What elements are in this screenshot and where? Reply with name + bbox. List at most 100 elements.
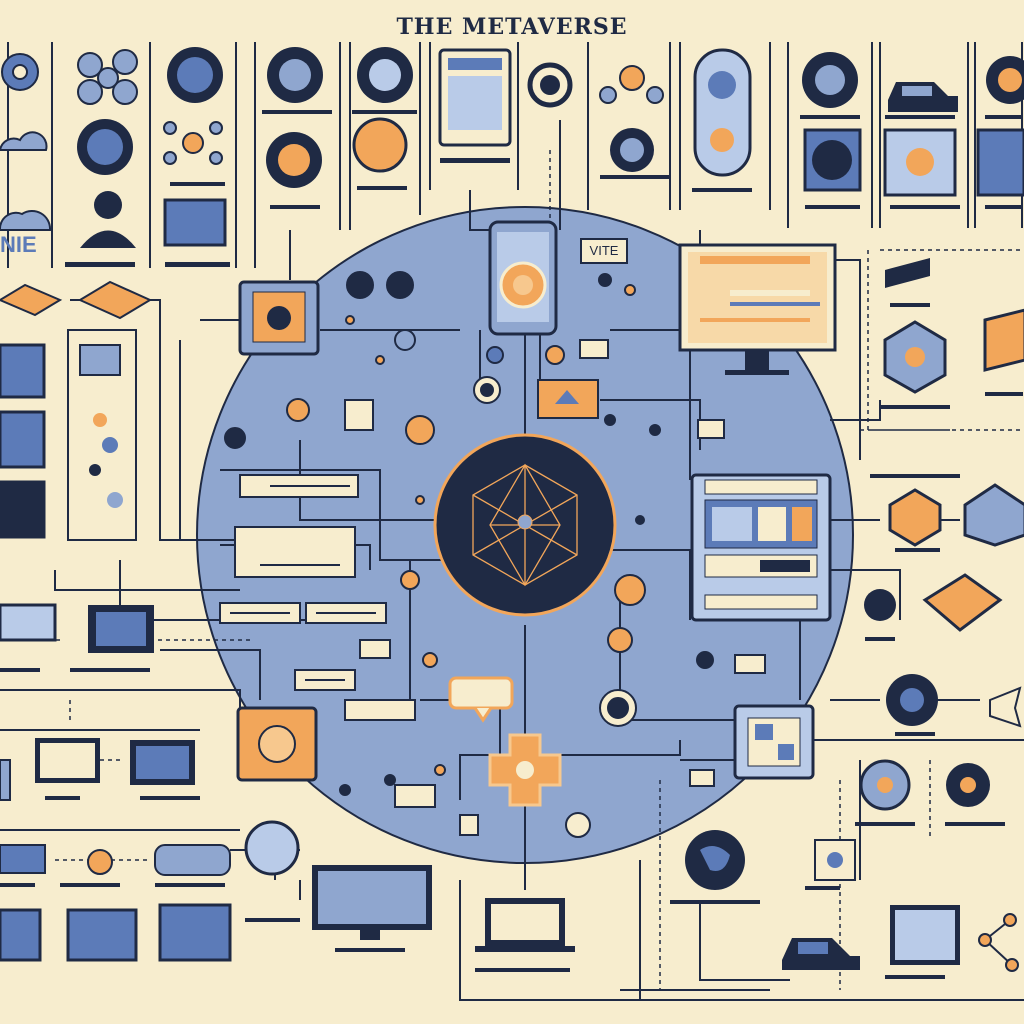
tile-icon-left-2	[0, 410, 46, 469]
connector-lines-part	[149, 42, 237, 268]
ring-icon	[77, 119, 133, 175]
connector-lines-part	[160, 649, 261, 700]
label-bars-part	[0, 883, 35, 887]
connector-lines-part	[830, 569, 901, 620]
hub-dashboard-panel	[690, 473, 832, 622]
bar-icon-right	[885, 258, 930, 288]
hub-small-nodes-part	[400, 570, 420, 590]
flat-box-icon-1-part	[0, 283, 63, 317]
hub-monitor-icon-part	[688, 252, 827, 343]
spiky-gear-icon	[946, 763, 990, 807]
cube-cluster-icon-part	[599, 86, 617, 104]
connector-lines-part	[560, 740, 681, 756]
label-bars-part	[140, 796, 200, 800]
device-row-left-part	[87, 849, 113, 875]
label-bars-part	[890, 205, 960, 209]
hub-small-nodes-part	[434, 764, 446, 776]
hub-bars-left-part	[234, 526, 356, 578]
airplane-icon	[989, 686, 1022, 728]
flat-box-icon-2-part	[77, 280, 153, 320]
label-bars-part	[880, 405, 950, 409]
monitor-icon-1-part	[40, 743, 95, 778]
label-bars-part	[805, 886, 840, 890]
vite-callout: VITE	[580, 238, 628, 264]
box-icon-right	[983, 308, 1024, 372]
hub-small-nodes-part	[286, 398, 310, 422]
cube-icon-top-part	[163, 198, 227, 247]
car-icon-bottom	[782, 938, 860, 970]
hub-monitor-icon-part	[730, 302, 820, 306]
label-bars-part	[70, 668, 150, 672]
tile-row-bottom-left	[0, 903, 232, 962]
ring-icon-part	[87, 129, 123, 165]
hub-small-nodes-part	[480, 383, 494, 397]
hub-cross-node	[488, 733, 562, 807]
molecule-icon-part	[97, 67, 119, 89]
hub-small-nodes-part	[384, 774, 396, 786]
label-bars-part	[985, 115, 1023, 119]
monitor-icon-4-part	[895, 910, 955, 960]
hub-dashboard-panel-part	[792, 507, 812, 541]
label-bars-part	[895, 732, 935, 736]
label-bars-part	[870, 474, 960, 478]
gear-cluster-icon-part	[12, 64, 28, 80]
screen-icon-right-part	[976, 128, 1024, 197]
hub-folder-icon	[537, 379, 599, 419]
person-icon-part	[80, 230, 136, 248]
hub-small-nodes-part	[635, 515, 645, 525]
capsule-device-icon-part	[693, 48, 752, 177]
sphere-icon-5-part	[998, 68, 1022, 92]
network-node-icon	[163, 121, 223, 165]
cube-cluster-icon-part	[619, 65, 645, 91]
label-bars-part	[165, 262, 230, 267]
hub-small-nodes-part	[422, 652, 438, 668]
label-bars-part	[357, 186, 407, 190]
screen-icon-left-bottom-1-part	[0, 603, 57, 642]
molecule-icon-part	[112, 79, 138, 105]
tile-icon-left-1	[0, 343, 46, 399]
hexagon-icon	[883, 320, 947, 394]
monitor-icon-2	[130, 740, 195, 785]
screen-icon-left-bottom-1	[0, 603, 57, 642]
label-bars-part	[945, 822, 1005, 826]
globe-icon-1-part	[812, 140, 852, 180]
globe-icon-1	[803, 128, 862, 192]
device-row-left	[0, 844, 231, 876]
label-bars-part	[60, 883, 120, 887]
car-icon-top	[888, 82, 958, 112]
hub-small-nodes-part	[598, 273, 612, 287]
molecule-icon	[77, 49, 138, 105]
hub-small-nodes-part	[565, 812, 591, 838]
hub-tile-blue-right-part	[755, 724, 773, 740]
label-bars-part	[440, 158, 510, 163]
network-graph-icon-part	[1003, 913, 1017, 927]
network-node-icon-part	[209, 121, 223, 135]
hub-small-boxes-part	[359, 639, 391, 659]
hub-bars-left	[219, 474, 416, 721]
hub-small-nodes-part	[607, 627, 633, 653]
tablet-map-icon-part	[448, 76, 502, 130]
book-icon	[922, 573, 1003, 632]
planet-orange-icon-part	[352, 117, 408, 173]
laptop-icon-part	[491, 904, 559, 940]
capsule-device-icon-part	[710, 128, 734, 152]
gear-cluster-icon	[1, 53, 39, 91]
hub-small-nodes	[224, 271, 714, 838]
connector-lines-part	[429, 42, 519, 190]
hub-small-nodes-part	[394, 329, 416, 351]
hub-small-nodes-part	[624, 284, 636, 296]
hub-monitor-icon-part	[730, 290, 810, 296]
cloud-icon-1-part	[0, 131, 48, 151]
connector-lines-part	[0, 689, 241, 720]
sphere-icon-2	[267, 47, 323, 103]
network-graph-icon-part	[978, 933, 992, 947]
hub-tile-orange-bottom	[236, 706, 318, 782]
device-row-left-part	[0, 844, 46, 874]
label-bars-part	[885, 975, 945, 979]
book-icon-part	[922, 573, 1003, 632]
connector-lines-part	[54, 570, 240, 591]
sphere-icon-3	[357, 47, 413, 103]
panel-icon-left-part	[107, 492, 123, 508]
panel-icon-left-part	[89, 464, 101, 476]
